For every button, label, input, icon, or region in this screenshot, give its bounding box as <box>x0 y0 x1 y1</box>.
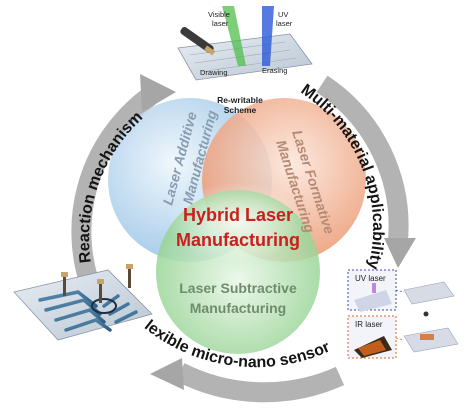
center-highlight <box>167 182 307 262</box>
center-title-1: Hybrid Laser <box>183 205 293 225</box>
arrowhead-right <box>384 238 416 268</box>
uv-laser-label-2: laser <box>276 19 293 28</box>
uv-laser-inset-label: UV laser <box>355 274 386 283</box>
scheme-caption-2: Scheme <box>224 105 257 115</box>
cycle-arrows <box>71 74 416 403</box>
uv-laser-label-1: UV <box>278 10 288 19</box>
scheme-caption-1: Re-writable <box>217 95 263 105</box>
material-dot-icon <box>423 311 429 317</box>
visible-laser-label-1: Visible <box>208 10 230 19</box>
uv-result-plate <box>403 281 455 305</box>
drawing-label: Drawing <box>200 68 228 77</box>
arrow-bottom <box>175 363 345 403</box>
probe-1-icon <box>63 276 66 296</box>
sensor-substrate <box>13 269 153 341</box>
probe-3-icon <box>128 268 131 288</box>
sensor-ring <box>91 298 117 314</box>
ir-laser-inset-label: IR laser <box>355 320 383 329</box>
arrowhead-left <box>140 74 176 112</box>
arrow-right <box>316 75 409 241</box>
multi-material-inset: UV laser IR laser <box>347 269 459 359</box>
visible-laser-beam <box>222 6 246 66</box>
arrowhead-bottom <box>150 358 184 390</box>
subtractive-label-1: Laser Subtractive <box>179 280 297 296</box>
flexible-sensor-inset <box>13 264 153 341</box>
subtractive-label-2: Manufacturing <box>190 300 286 316</box>
venn <box>108 98 366 354</box>
arrow-left <box>71 87 156 305</box>
rewritable-scheme-inset: Visible laser UV laser Drawing Erasing R… <box>177 6 313 115</box>
visible-laser-label-2: laser <box>212 19 229 28</box>
drawing-pen-tip-icon <box>204 45 216 56</box>
erasing-label: Erasing <box>262 66 287 75</box>
uv-laser-beam <box>262 6 274 66</box>
probe-2-icon <box>99 283 102 303</box>
center-title-2: Manufacturing <box>176 230 300 250</box>
drawing-pen-icon <box>180 27 214 53</box>
